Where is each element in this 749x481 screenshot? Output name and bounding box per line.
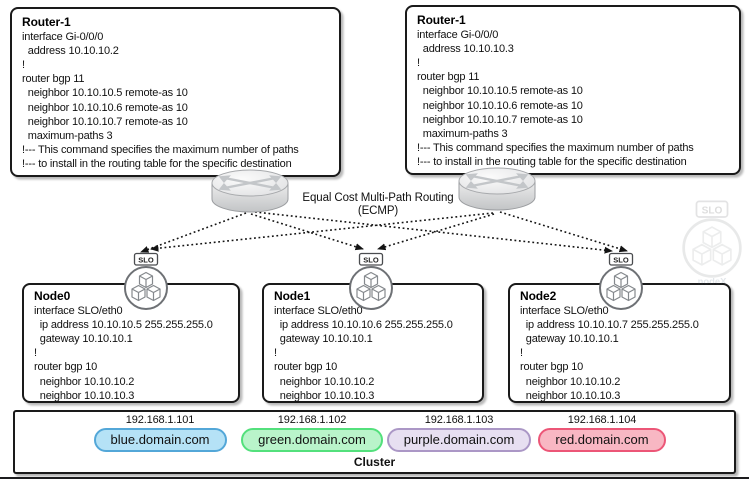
config-line: address 10.10.10.2 [22, 44, 119, 57]
config-line: neighbor 10.10.10.3 [34, 389, 135, 402]
config-line: neighbor 10.10.10.7 remote-as 10 [417, 113, 583, 126]
config-line: neighbor 10.10.10.5 remote-as 10 [22, 87, 188, 100]
node2-config-box: Node2 interface SLO/eth0 ip address 10.1… [508, 283, 731, 403]
config-line: ! [22, 59, 25, 71]
config-line: neighbor 10.10.10.2 [274, 375, 375, 388]
config-line: ! [274, 347, 277, 360]
router-title: Router-1 [22, 15, 71, 29]
config-line: !--- to install in the routing table for… [417, 156, 687, 169]
config-line: interface SLO/eth0 [520, 304, 609, 317]
ecmp-arrow-right-to-node2 [499, 211, 628, 253]
ecmp-label-line2: (ECMP) [357, 204, 399, 217]
ecmp-arrows [140, 211, 628, 254]
config-line: ip address 10.10.10.6 255.255.255.0 [274, 318, 453, 331]
ecmp-arrow-left-to-node0 [140, 212, 247, 253]
config-line: interface SLO/eth0 [274, 304, 363, 317]
service-ip-label: 192.168.1.101 [125, 414, 195, 426]
config-line: ip address 10.10.10.7 255.255.255.0 [520, 318, 699, 331]
node1-config-box: Node1 interface SLO/eth0 ip address 10.1… [262, 283, 484, 403]
config-line: ip address 10.10.10.5 255.255.255.0 [34, 318, 213, 331]
config-line: maximum-paths 3 [417, 128, 508, 141]
config-line: interface SLO/eth0 [34, 304, 123, 317]
slo-node-watermark-icon [684, 201, 741, 276]
service-green: 192.168.1.102 green.domain.com [232, 414, 392, 452]
ecmp-label-line1: Equal Cost Multi-Path Routing [302, 192, 454, 204]
config-line: gateway 10.10.10.1 [274, 333, 373, 345]
node-title: Node0 [34, 289, 71, 303]
config-line: ! [520, 347, 523, 360]
service-blue: 192.168.1.101 blue.domain.com [80, 414, 240, 452]
config-line: neighbor 10.10.10.6 remote-as 10 [417, 99, 583, 112]
config-line: !--- This command specifies the maximum … [22, 144, 299, 157]
router-config-box-left: Router-1 interface Gi-0/0/0 address 10.1… [10, 7, 341, 177]
ecmp-arrow-right-to-node0 [150, 212, 494, 252]
config-line: router bgp 11 [417, 71, 480, 84]
service-pill-red: red.domain.com [538, 428, 666, 452]
ecmp-label: Equal Cost Multi-Path Routing (ECMP) [258, 192, 498, 217]
config-line: neighbor 10.10.10.2 [520, 375, 621, 388]
router-title: Router-1 [417, 13, 466, 27]
config-line: router bgp 11 [22, 73, 85, 86]
config-line: neighbor 10.10.10.6 remote-as 10 [22, 101, 188, 114]
config-line: neighbor 10.10.10.7 remote-as 10 [22, 115, 188, 128]
config-line: gateway 10.10.10.1 [520, 333, 619, 345]
service-ip-label: 192.168.1.103 [424, 414, 494, 426]
ecmp-arrow-left-to-node1 [250, 213, 364, 251]
config-line: interface Gi-0/0/0 [22, 30, 104, 43]
ecmp-arrow-left-to-node2 [254, 211, 613, 254]
service-ip-label: 192.168.1.102 [277, 414, 347, 426]
config-line: !--- This command specifies the maximum … [417, 142, 694, 155]
config-line: router bgp 10 [34, 361, 98, 374]
config-line: gateway 10.10.10.1 [34, 333, 133, 345]
service-pill-blue: blue.domain.com [93, 428, 227, 452]
cluster-title: Cluster [353, 455, 396, 469]
config-line: neighbor 10.10.10.5 remote-as 10 [417, 85, 583, 98]
page-bottom-edge [0, 477, 749, 480]
config-line: !--- to install in the routing table for… [22, 158, 292, 171]
config-line: interface Gi-0/0/0 [417, 28, 499, 41]
service-pill-green: green.domain.com [241, 428, 383, 452]
config-line: neighbor 10.10.10.3 [274, 389, 375, 402]
cluster-box: 192.168.1.101 blue.domain.com 192.168.1.… [13, 410, 736, 474]
config-line: router bgp 10 [274, 361, 338, 374]
config-line: neighbor 10.10.10.2 [34, 375, 135, 388]
nodex-watermark: nodeX [684, 201, 741, 287]
config-line: ! [34, 347, 37, 360]
router-config-box-right: Router-1 interface Gi-0/0/0 address 10.1… [405, 5, 741, 175]
service-red: 192.168.1.104 red.domain.com [522, 414, 682, 452]
ecmp-arrow-right-to-node1 [377, 213, 495, 251]
config-line: neighbor 10.10.10.3 [520, 389, 621, 402]
service-pill-purple: purple.domain.com [386, 428, 532, 452]
service-purple: 192.168.1.103 purple.domain.com [379, 414, 539, 452]
node0-config-box: Node0 interface SLO/eth0 ip address 10.1… [22, 283, 240, 403]
node-title: Node1 [274, 289, 311, 303]
config-line: address 10.10.10.3 [417, 42, 514, 55]
config-line: ! [417, 57, 420, 69]
config-line: maximum-paths 3 [22, 130, 113, 143]
config-line: router bgp 10 [520, 361, 584, 374]
node-title: Node2 [520, 289, 557, 303]
service-ip-label: 192.168.1.104 [567, 414, 637, 426]
